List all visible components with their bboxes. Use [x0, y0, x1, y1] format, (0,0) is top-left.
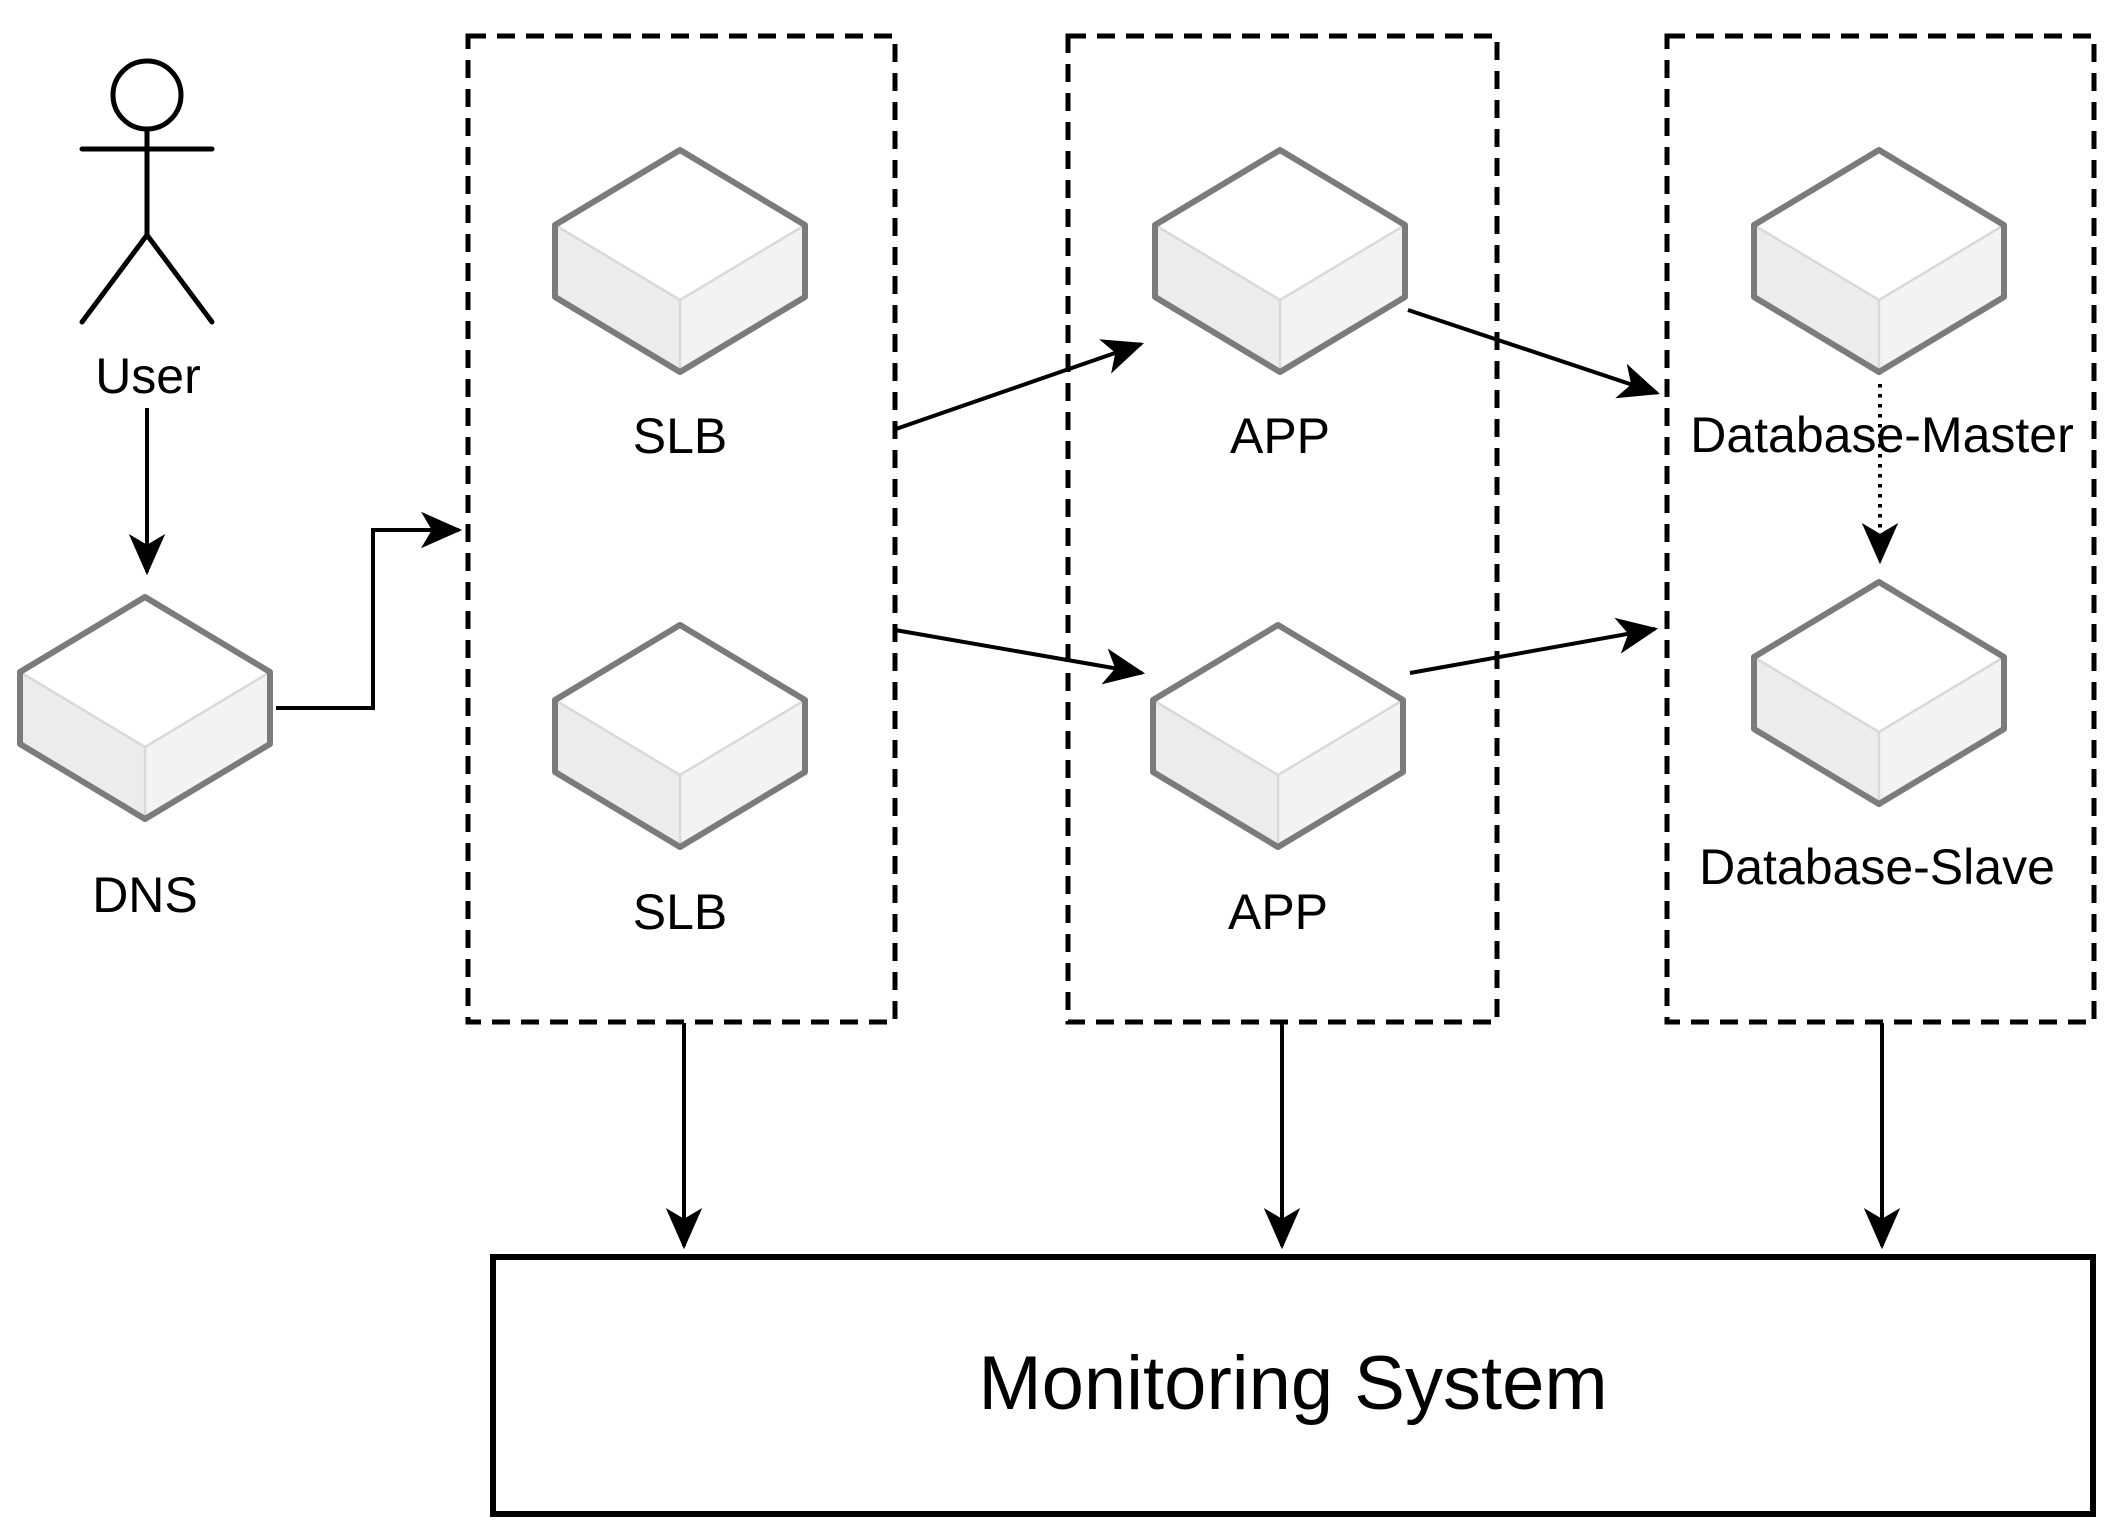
app-label-2: APP [1228, 884, 1328, 940]
dns-label: DNS [92, 867, 198, 923]
slb-group-box [465, 33, 898, 1025]
monitoring-system-label: Monitoring System [978, 1341, 1607, 1426]
user-actor [79, 58, 215, 325]
edge-app-db-slave [1409, 617, 1659, 675]
slb-cube-icon-1 [555, 150, 805, 372]
database-master-cube-icon [1754, 150, 2004, 372]
user-head [110, 58, 184, 132]
edge-slb-app-top [892, 339, 1145, 432]
app-label-1: APP [1230, 408, 1330, 464]
user-legs [79, 230, 215, 325]
user-label: User [95, 348, 201, 404]
database-slave-cube-icon [1754, 582, 2004, 804]
dns-cube-icon [20, 597, 270, 819]
edge-dns-slb [276, 511, 463, 710]
app-cube-icon-1 [1155, 150, 1405, 372]
monitoring-system-box [490, 1254, 2096, 1517]
app-group-box [1065, 33, 1500, 1025]
slb-label-1: SLB [633, 408, 728, 464]
database-group-box [1664, 33, 2097, 1025]
edge-slb-app-bottom [894, 628, 1146, 685]
database-slave-label: Database-Slave [1699, 839, 2055, 895]
slb-cube-icon-2 [555, 625, 805, 847]
edge-app-db-master [1407, 308, 1661, 399]
slb-label-2: SLB [633, 884, 728, 940]
app-cube-icon-2 [1153, 625, 1403, 847]
